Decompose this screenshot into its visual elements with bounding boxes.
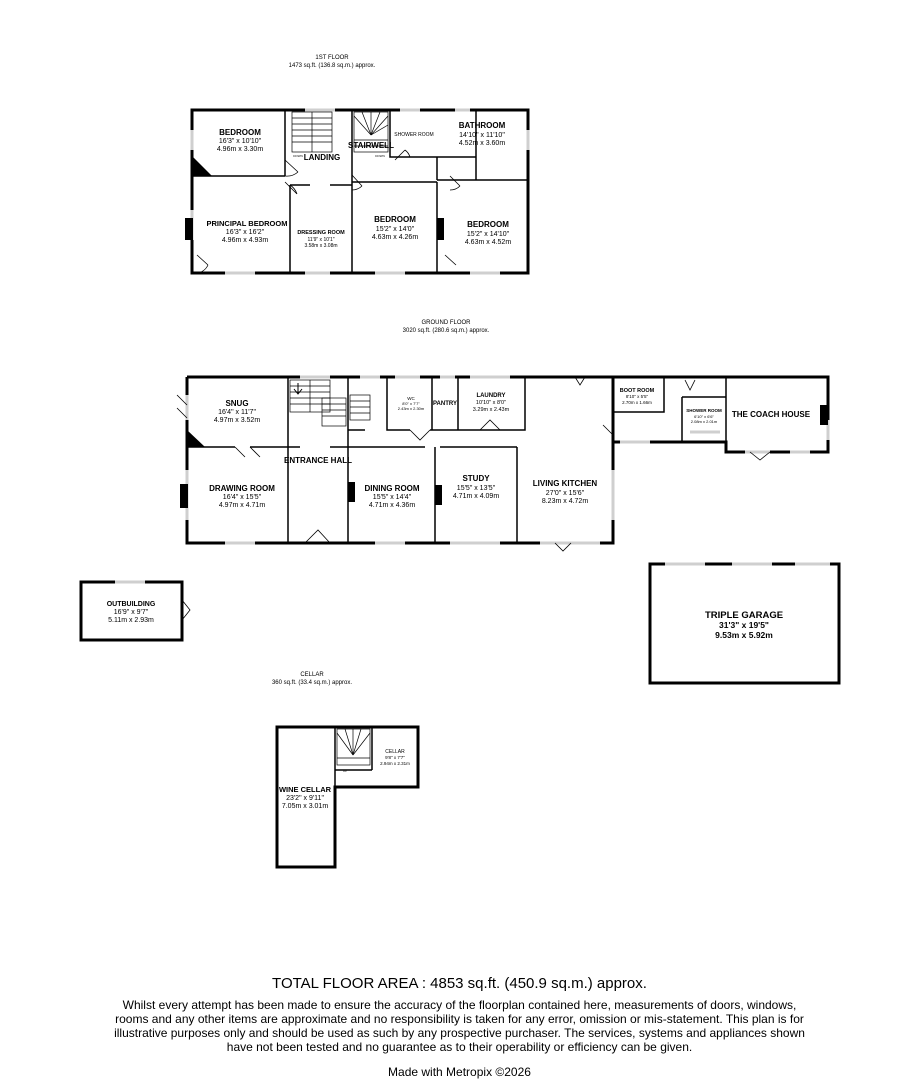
label-bedroom-1: BEDROOM — [219, 128, 261, 137]
dims-study-imperial: 15'5" x 13'5" — [457, 485, 496, 492]
label-study: STUDY — [462, 474, 490, 483]
dims-wine-cellar-metric: 7.05m x 3.01m — [282, 803, 328, 810]
ground-floor-title: GROUND FLOOR — [421, 320, 471, 326]
label-principal-bedroom: PRINCIPAL BEDROOM — [207, 219, 288, 228]
disclaimer-text: Whilst every attempt has been made to en… — [114, 998, 805, 1054]
dims-bedroom-3-metric: 4.63m x 4.52m — [465, 239, 511, 246]
dims-cellar-room-imperial: 9'8" x 7'7" — [385, 755, 405, 760]
dims-wc-metric: 2.43m x 2.30m — [398, 406, 425, 411]
dims-dining-room-imperial: 15'5" x 14'4" — [373, 494, 412, 501]
cellar-plan: CELLAR 360 sq.ft. (33.4 sq.m.) approx. U… — [272, 672, 420, 869]
dims-laundry-metric: 3.29m x 2.43m — [473, 407, 510, 413]
label-first-shower-room: SHOWER ROOM — [394, 132, 433, 138]
dims-boot-room-metric: 2.70m x 1.66m — [622, 400, 652, 405]
dims-bedroom-1-metric: 4.96m x 3.30m — [217, 146, 263, 153]
label-bathroom: BATHROOM — [459, 121, 506, 130]
outbuilding-plan: OUTBUILDING 16'9" x 9'7" 5.11m x 2.93m — [79, 580, 184, 642]
dims-living-kitchen-imperial: 27'0" x 15'6" — [546, 490, 585, 497]
dims-outbuilding-metric: 5.11m x 2.93m — [108, 617, 154, 624]
dims-bedroom-2-imperial: 15'2" x 14'0" — [376, 226, 415, 233]
label-dining-room: DINING ROOM — [364, 484, 419, 493]
dims-dressing-room-metric: 3.58m x 3.08m — [304, 243, 337, 249]
dims-wine-cellar-imperial: 23'2" x 9'11" — [286, 795, 324, 802]
label-laundry: LAUNDRY — [476, 393, 505, 399]
label-ground-shower-room: SHOWER ROOM — [686, 408, 722, 413]
dims-triple-garage-metric: 9.53m x 5.92m — [715, 630, 773, 640]
label-dressing-room: DRESSING ROOM — [297, 230, 345, 236]
cellar-title: CELLAR — [300, 672, 324, 678]
first-floor-area: 1473 sq.ft. (136.8 sq.m.) approx. — [289, 63, 376, 69]
dims-bedroom-1-imperial: 16'3" x 10'10" — [219, 138, 262, 145]
dims-cellar-room-metric: 2.94m x 2.31m — [380, 761, 410, 766]
total-floor-area: TOTAL FLOOR AREA : 4853 sq.ft. (450.9 sq… — [272, 975, 647, 992]
dims-snug-metric: 4.97m x 3.52m — [214, 417, 260, 424]
stair-mark-up: UP — [343, 769, 347, 773]
label-snug: SNUG — [225, 399, 248, 408]
label-cellar-room: CELLAR — [385, 749, 405, 755]
dims-bathroom-metric: 4.52m x 3.60m — [459, 140, 505, 147]
label-wine-cellar: WINE CELLAR — [279, 785, 332, 794]
ground-floor-plan: GROUND FLOOR 3020 sq.ft. (280.6 sq.m.) a… — [176, 320, 830, 621]
label-stairwell: STAIRWELL — [348, 141, 394, 150]
dims-laundry-imperial: 10'10" x 8'0" — [476, 400, 506, 406]
label-landing: LANDING — [304, 153, 340, 162]
label-bedroom-3: BEDROOM — [467, 220, 509, 229]
label-boot-room: BOOT ROOM — [620, 388, 655, 394]
dims-bedroom-2-metric: 4.63m x 4.26m — [372, 234, 418, 241]
dims-drawing-room-imperial: 16'4" x 15'5" — [223, 494, 262, 501]
dims-bedroom-3-imperial: 15'2" x 14'10" — [467, 231, 510, 238]
dims-triple-garage-imperial: 31'3" x 19'5" — [719, 620, 769, 630]
dims-drawing-room-metric: 4.97m x 4.71m — [219, 502, 265, 509]
first-floor-outline — [190, 108, 530, 275]
label-drawing-room: DRAWING ROOM — [209, 484, 275, 493]
dims-principal-bedroom-metric: 4.96m x 4.93m — [222, 237, 268, 244]
triple-garage-plan: TRIPLE GARAGE 31'3" x 19'5" 9.53m x 5.92… — [648, 562, 841, 685]
dims-ground-shower-imperial: 6'10" x 6'6" — [694, 414, 714, 419]
dims-study-metric: 4.71m x 4.09m — [453, 493, 499, 500]
label-bedroom-2: BEDROOM — [374, 215, 416, 224]
dims-living-kitchen-metric: 8.23m x 4.72m — [542, 498, 588, 505]
cellar-area: 360 sq.ft. (33.4 sq.m.) approx. — [272, 680, 352, 686]
label-living-kitchen: LIVING KITCHEN — [533, 479, 598, 488]
label-coach-house: THE COACH HOUSE — [732, 410, 811, 419]
label-triple-garage: TRIPLE GARAGE — [705, 610, 783, 621]
dims-snug-imperial: 16'4" x 11'7" — [218, 409, 256, 416]
stair-mark-down-1: DOWN — [293, 154, 303, 158]
first-floor-plan: 1ST FLOOR 1473 sq.ft. (136.8 sq.m.) appr… — [185, 55, 530, 275]
label-wc: WC — [407, 396, 415, 401]
first-floor-title: 1ST FLOOR — [315, 55, 349, 61]
ground-floor-area: 3020 sq.ft. (280.6 sq.m.) approx. — [403, 328, 490, 334]
dims-bathroom-imperial: 14'10" x 11'10" — [459, 132, 505, 139]
dims-ground-shower-metric: 2.08m x 2.01m — [691, 419, 718, 424]
label-pantry: PANTRY — [433, 401, 457, 407]
dims-dressing-room-imperial: 11'9" x 10'1" — [307, 237, 334, 243]
stair-mark-down-2: DOWN — [375, 154, 385, 158]
metropix-credit: Made with Metropix ©2026 — [388, 1065, 531, 1079]
dims-dining-room-metric: 4.71m x 4.36m — [369, 502, 415, 509]
dims-boot-room-imperial: 8'10" x 5'5" — [626, 394, 649, 399]
dims-outbuilding-imperial: 16'9" x 9'7" — [114, 609, 149, 616]
dims-principal-bedroom-imperial: 16'3" x 16'2" — [226, 229, 265, 236]
dims-wc-imperial: 8'0" x 7'7" — [402, 401, 420, 406]
label-outbuilding: OUTBUILDING — [107, 601, 156, 608]
label-entrance-hall: ENTRANCE HALL — [284, 456, 352, 465]
